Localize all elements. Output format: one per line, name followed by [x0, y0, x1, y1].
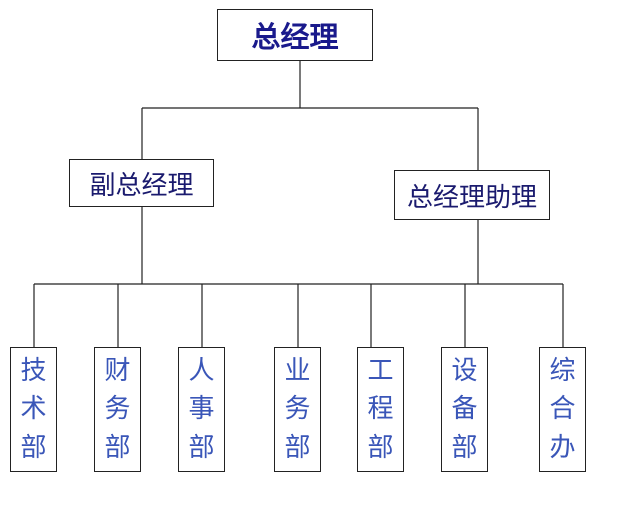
dept-char: 人: [188, 356, 215, 387]
dept-char: 合: [549, 394, 576, 425]
dept-char: 财: [104, 356, 131, 387]
dept-char: 办: [549, 432, 576, 463]
dept-char: 备: [451, 394, 478, 425]
ceo-label: 总经理: [251, 20, 339, 54]
dept-char: 工: [367, 356, 394, 387]
dept-box-engineering: 工 程 部: [357, 347, 404, 472]
dept-char: 部: [188, 432, 215, 463]
deputy-manager-label: 副总经理: [89, 170, 194, 201]
dept-box-tech: 技 术 部: [10, 347, 57, 472]
dept-char: 综: [549, 356, 576, 387]
dept-box-general-office: 综 合 办: [539, 347, 586, 472]
dept-char: 部: [451, 432, 478, 463]
dept-char: 部: [284, 432, 311, 463]
dept-char: 部: [104, 432, 131, 463]
dept-box-finance: 财 务 部: [94, 347, 141, 472]
ceo-box: 总经理: [217, 9, 373, 61]
dept-box-equipment: 设 备 部: [441, 347, 488, 472]
dept-char: 事: [188, 394, 215, 425]
dept-char: 设: [451, 356, 478, 387]
dept-char: 务: [104, 394, 131, 425]
manager-assistant-box: 总经理助理: [394, 170, 550, 220]
dept-char: 部: [20, 432, 47, 463]
dept-char: 术: [20, 394, 47, 425]
dept-char: 技: [20, 356, 47, 387]
dept-char: 部: [367, 432, 394, 463]
dept-char: 业: [284, 356, 311, 387]
manager-assistant-label: 总经理助理: [406, 182, 537, 213]
dept-char: 程: [367, 394, 394, 425]
deputy-manager-box: 副总经理: [69, 159, 214, 207]
dept-box-business: 业 务 部: [274, 347, 321, 472]
dept-char: 务: [284, 394, 311, 425]
dept-box-hr: 人 事 部: [178, 347, 225, 472]
